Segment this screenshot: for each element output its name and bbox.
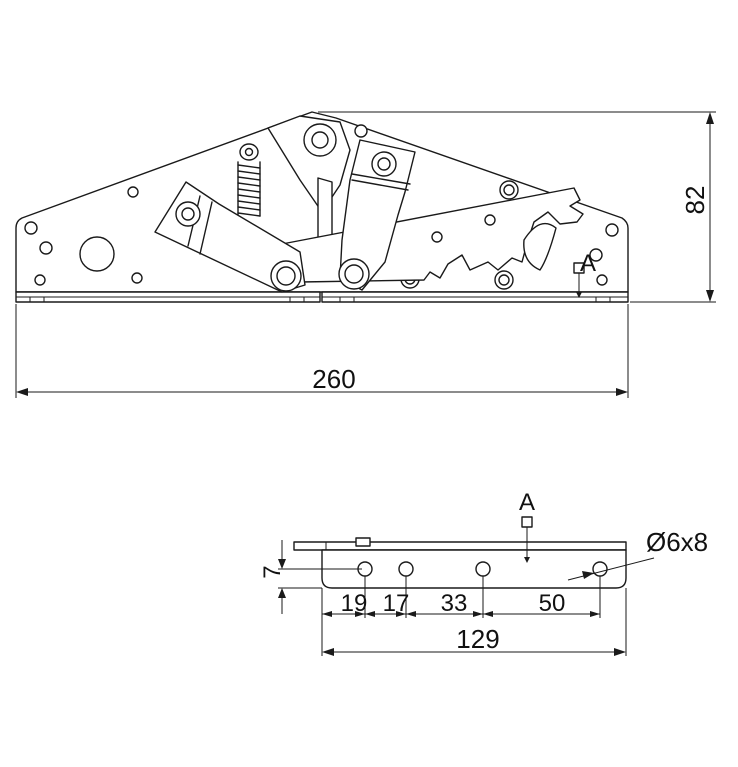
dimension-hole-spacing-3: 33 — [441, 590, 468, 617]
hinge-side-view: A — [15, 111, 629, 303]
clip-tab — [355, 537, 371, 547]
dimension-hole-spacing-4: 50 — [539, 590, 566, 617]
mounting-plate — [321, 549, 627, 589]
plate-offset-dimension: 7 — [259, 540, 362, 614]
dimension-hole-spacing-1: 19 — [341, 590, 368, 617]
section-label-bottom: A — [519, 489, 535, 516]
tension-spring — [237, 143, 261, 217]
section-marker-a-bottom: A — [519, 489, 535, 563]
mounting-plate-view: A — [293, 489, 627, 589]
hole-size-callout: Ø6x8 — [567, 527, 708, 581]
height-dimension: 82 — [318, 111, 716, 303]
section-label-top: A — [580, 250, 596, 277]
rail-notches — [29, 297, 611, 302]
mounting-hole-3 — [475, 561, 491, 577]
dimension-hole-spacing-2: 17 — [383, 590, 410, 617]
mounting-hole-4 — [592, 561, 608, 577]
hole-spacing-dimensions: 19 17 33 50 — [321, 576, 627, 656]
left-hinge-arm — [154, 181, 306, 293]
base-length-dimension: 129 — [322, 624, 626, 656]
overall-width-dimension: 260 — [15, 304, 629, 398]
dimension-plate-offset: 7 — [259, 565, 286, 578]
top-flange — [293, 541, 627, 551]
central-hinge-arm — [338, 139, 416, 291]
dimension-overall-width: 260 — [312, 364, 355, 394]
section-marker-a-top: A — [573, 250, 596, 298]
dimension-base-length: 129 — [456, 624, 499, 654]
dimension-height: 82 — [680, 186, 710, 215]
mounting-hole-2 — [398, 561, 414, 577]
dimension-hole-size: Ø6x8 — [646, 527, 708, 557]
